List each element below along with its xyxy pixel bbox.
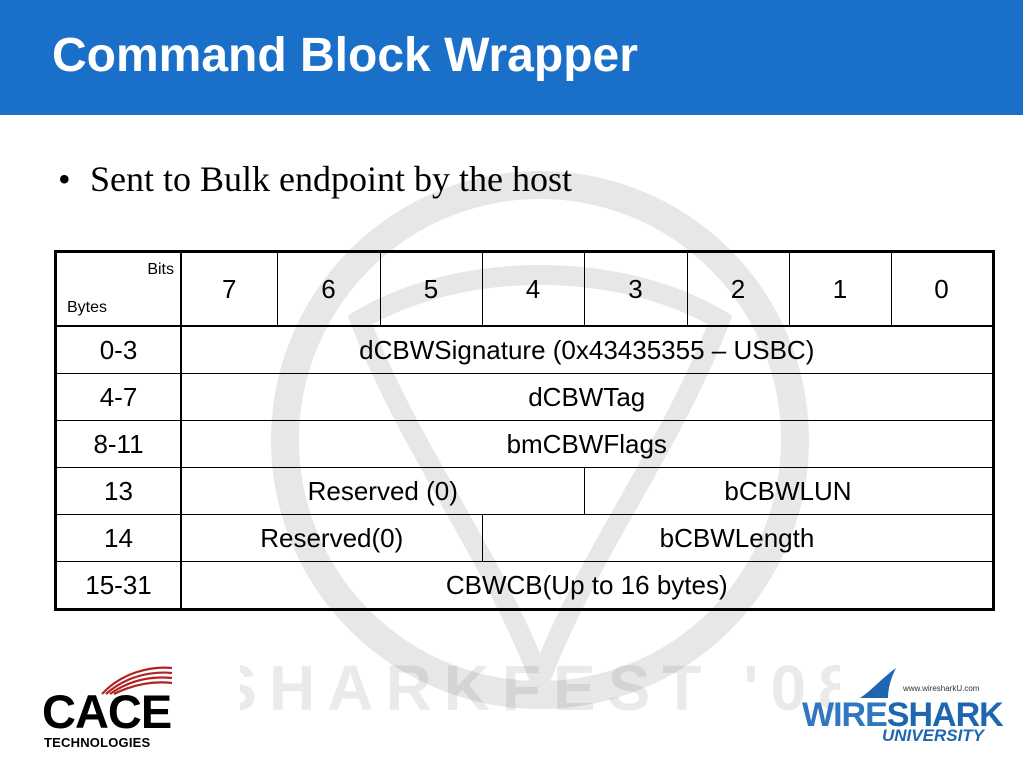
byte-range-cell: 8-11 <box>55 420 182 468</box>
wireshark-university-logo: www.wiresharkU.com WIRESHARK UNIVERSITY <box>800 668 1004 748</box>
bit-header: 5 <box>379 251 483 327</box>
field-cell: bCBWLength <box>481 514 994 562</box>
table-row: 4-7 dCBWTag <box>55 373 994 421</box>
corner-cell: Bits Bytes <box>55 251 182 327</box>
field-cell: bCBWLUN <box>583 467 994 515</box>
title-bar: Command Block Wrapper <box>0 0 1023 115</box>
slide-title: Command Block Wrapper <box>52 29 638 82</box>
byte-range-cell: 4-7 <box>55 373 182 421</box>
watermark-text: SHARKFEST '08 <box>240 652 840 724</box>
bullet-dot: • <box>58 159 71 199</box>
cbw-table: Bits Bytes 7 6 5 4 3 2 1 0 0-3 dCBWSigna… <box>54 250 995 611</box>
field-cell: dCBWSignature (0x43435355 – USBC) <box>180 325 994 374</box>
byte-range-cell: 13 <box>55 467 182 515</box>
wire-text: WIRE <box>802 696 888 734</box>
table-row: 15-31 CBWCB(Up to 16 bytes) <box>55 561 994 610</box>
bit-header: 6 <box>276 251 381 327</box>
wireshark-wordmark: WIRESHARK <box>802 696 1004 735</box>
byte-range-cell: 0-3 <box>55 325 182 374</box>
university-text: UNIVERSITY <box>882 726 985 745</box>
field-cell: CBWCB(Up to 16 bytes) <box>180 561 994 610</box>
bit-header-row: Bits Bytes 7 6 5 4 3 2 1 0 <box>55 251 994 327</box>
byte-range-cell: 14 <box>55 514 182 562</box>
bit-header: 3 <box>583 251 688 327</box>
bit-header: 2 <box>686 251 790 327</box>
bytes-label: Bytes <box>67 299 108 316</box>
bit-header: 4 <box>481 251 585 327</box>
cace-swoosh-icon <box>101 666 172 695</box>
byte-range-cell: 15-31 <box>55 561 182 610</box>
cace-subtitle: TECHNOLOGIES <box>44 735 151 750</box>
field-cell: bmCBWFlags <box>180 420 994 468</box>
shark-fin-icon <box>860 668 896 698</box>
table-row: 14 Reserved(0) bCBWLength <box>55 514 994 562</box>
bit-header: 7 <box>180 251 278 327</box>
bit-header: 0 <box>890 251 994 327</box>
bit-header: 1 <box>788 251 892 327</box>
wireshark-url: www.wiresharkU.com <box>903 684 980 693</box>
field-cell: dCBWTag <box>180 373 994 421</box>
bullet-text: Sent to Bulk endpoint by the host <box>90 159 572 199</box>
cace-wordmark: CACE <box>42 685 172 738</box>
field-cell: Reserved(0) <box>180 514 483 562</box>
table-row: 0-3 dCBWSignature (0x43435355 – USBC) <box>55 325 994 374</box>
bits-label: Bits <box>147 261 174 278</box>
cace-logo: CACE TECHNOLOGIES <box>42 660 172 752</box>
bullet-point: • Sent to Bulk endpoint by the host <box>58 158 572 200</box>
field-cell: Reserved (0) <box>180 467 585 515</box>
shark-text: SHARK <box>886 696 1004 734</box>
table-row: 8-11 bmCBWFlags <box>55 420 994 468</box>
table-row: 13 Reserved (0) bCBWLUN <box>55 467 994 515</box>
